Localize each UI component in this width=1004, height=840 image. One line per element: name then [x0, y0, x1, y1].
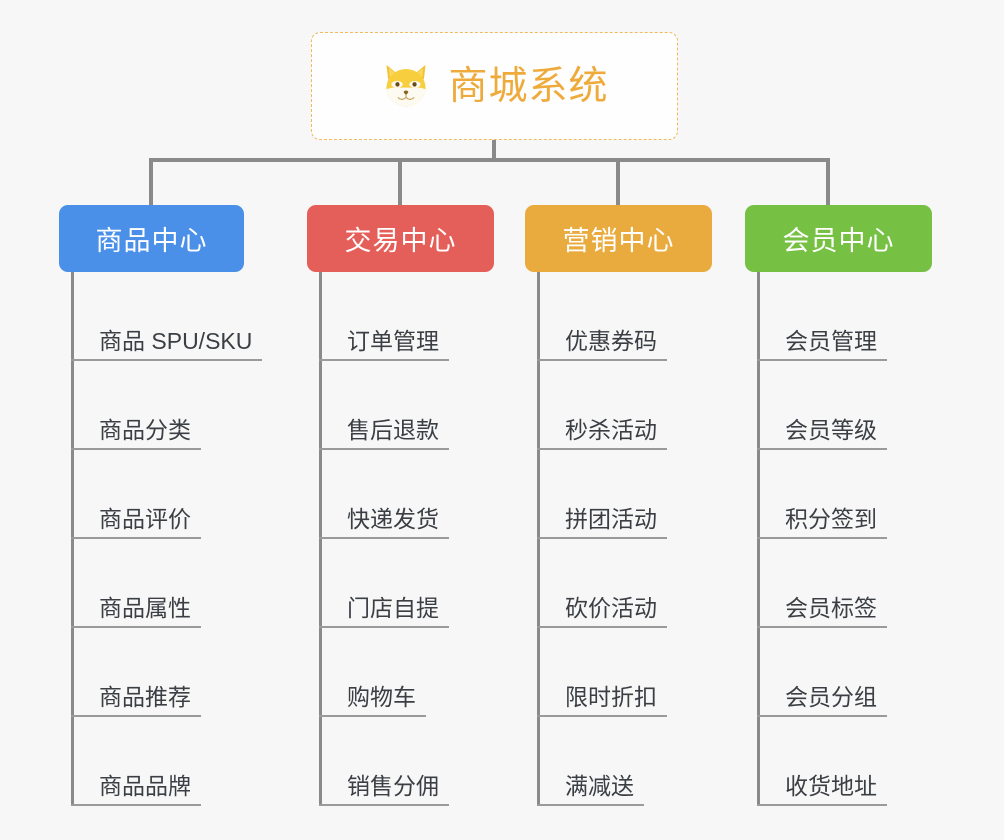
branch-leaf-list-1: 商品 SPU/SKU 商品分类 商品评价 商品属性 商品推荐 商品品牌: [71, 272, 263, 806]
leaf-label: 会员分组: [757, 686, 887, 717]
list-item[interactable]: 满减送: [537, 717, 667, 806]
list-item[interactable]: 商品推荐: [71, 628, 262, 717]
leaf-label: 积分签到: [757, 508, 887, 539]
leaf-label: 秒杀活动: [537, 419, 667, 450]
list-item[interactable]: 购物车: [319, 628, 449, 717]
branch-spine-3: [537, 272, 540, 806]
leaf-label: 商品评价: [71, 508, 201, 539]
connector-drop-4: [826, 158, 830, 207]
branch-header-4[interactable]: 会员中心: [745, 205, 932, 272]
leaf-label: 限时折扣: [537, 686, 667, 717]
list-item[interactable]: 会员管理: [757, 272, 887, 361]
branch-leaf-list-4: 会员管理 会员等级 积分签到 会员标签 会员分组 收货地址: [757, 272, 887, 806]
list-item[interactable]: 秒杀活动: [537, 361, 667, 450]
shiba-dog-face-icon: [386, 64, 426, 107]
leaf-label: 优惠券码: [537, 330, 667, 361]
leaf-label: 商品分类: [71, 419, 201, 450]
branch-leaf-list-3: 优惠券码 秒杀活动 拼团活动 砍价活动 限时折扣 满减送: [537, 272, 667, 806]
leaf-label: 会员标签: [757, 597, 887, 628]
list-item[interactable]: 积分签到: [757, 450, 887, 539]
leaf-label: 商品品牌: [71, 775, 201, 806]
branch-spine-2: [319, 272, 322, 806]
list-item[interactable]: 商品分类: [71, 361, 262, 450]
leaf-label: 商品 SPU/SKU: [71, 330, 263, 361]
list-item[interactable]: 会员标签: [757, 539, 887, 628]
root-node[interactable]: 商城系统: [311, 32, 678, 140]
list-item[interactable]: 商品 SPU/SKU: [71, 272, 263, 361]
branch-header-2[interactable]: 交易中心: [307, 205, 494, 272]
branch-header-1-label: 商品中心: [95, 226, 208, 256]
connector-horizontal-bus: [149, 158, 830, 162]
leaf-label: 砍价活动: [537, 597, 667, 628]
leaf-label: 售后退款: [319, 419, 449, 450]
leaf-label: 销售分佣: [319, 775, 449, 806]
leaf-label: 快递发货: [319, 508, 449, 539]
list-item[interactable]: 商品品牌: [71, 717, 262, 806]
branch-header-2-label: 交易中心: [344, 226, 457, 256]
leaf-label: 商品推荐: [71, 686, 201, 717]
leaf-label: 门店自提: [319, 597, 449, 628]
list-item[interactable]: 优惠券码: [537, 272, 667, 361]
leaf-label: 商品属性: [71, 597, 201, 628]
branch-header-3[interactable]: 营销中心: [525, 205, 712, 272]
leaf-label: 收货地址: [757, 775, 887, 806]
branch-spine-1: [71, 272, 74, 806]
branch-leaf-list-2: 订单管理 售后退款 快递发货 门店自提 购物车 销售分佣: [319, 272, 449, 806]
connector-drop-3: [616, 158, 620, 207]
connector-drop-2: [398, 158, 402, 207]
leaf-label: 拼团活动: [537, 508, 667, 539]
leaf-label: 订单管理: [319, 330, 449, 361]
list-item[interactable]: 订单管理: [319, 272, 449, 361]
connector-root-stem: [492, 140, 496, 162]
branch-spine-4: [757, 272, 760, 806]
list-item[interactable]: 砍价活动: [537, 539, 667, 628]
list-item[interactable]: 快递发货: [319, 450, 449, 539]
leaf-label: 满减送: [537, 775, 644, 806]
list-item[interactable]: 拼团活动: [537, 450, 667, 539]
list-item[interactable]: 会员等级: [757, 361, 887, 450]
root-title: 商城系统: [448, 64, 609, 108]
list-item[interactable]: 售后退款: [319, 361, 449, 450]
list-item[interactable]: 商品属性: [71, 539, 262, 628]
list-item[interactable]: 限时折扣: [537, 628, 667, 717]
list-item[interactable]: 会员分组: [757, 628, 887, 717]
branch-header-1[interactable]: 商品中心: [59, 205, 244, 272]
leaf-label: 购物车: [319, 686, 426, 717]
connector-drop-1: [149, 158, 153, 207]
list-item[interactable]: 商品评价: [71, 450, 262, 539]
leaf-label: 会员管理: [757, 330, 887, 361]
leaf-label: 会员等级: [757, 419, 887, 450]
list-item[interactable]: 收货地址: [757, 717, 887, 806]
branch-header-3-label: 营销中心: [562, 226, 675, 256]
list-item[interactable]: 门店自提: [319, 539, 449, 628]
branch-header-4-label: 会员中心: [782, 226, 895, 256]
list-item[interactable]: 销售分佣: [319, 717, 449, 806]
